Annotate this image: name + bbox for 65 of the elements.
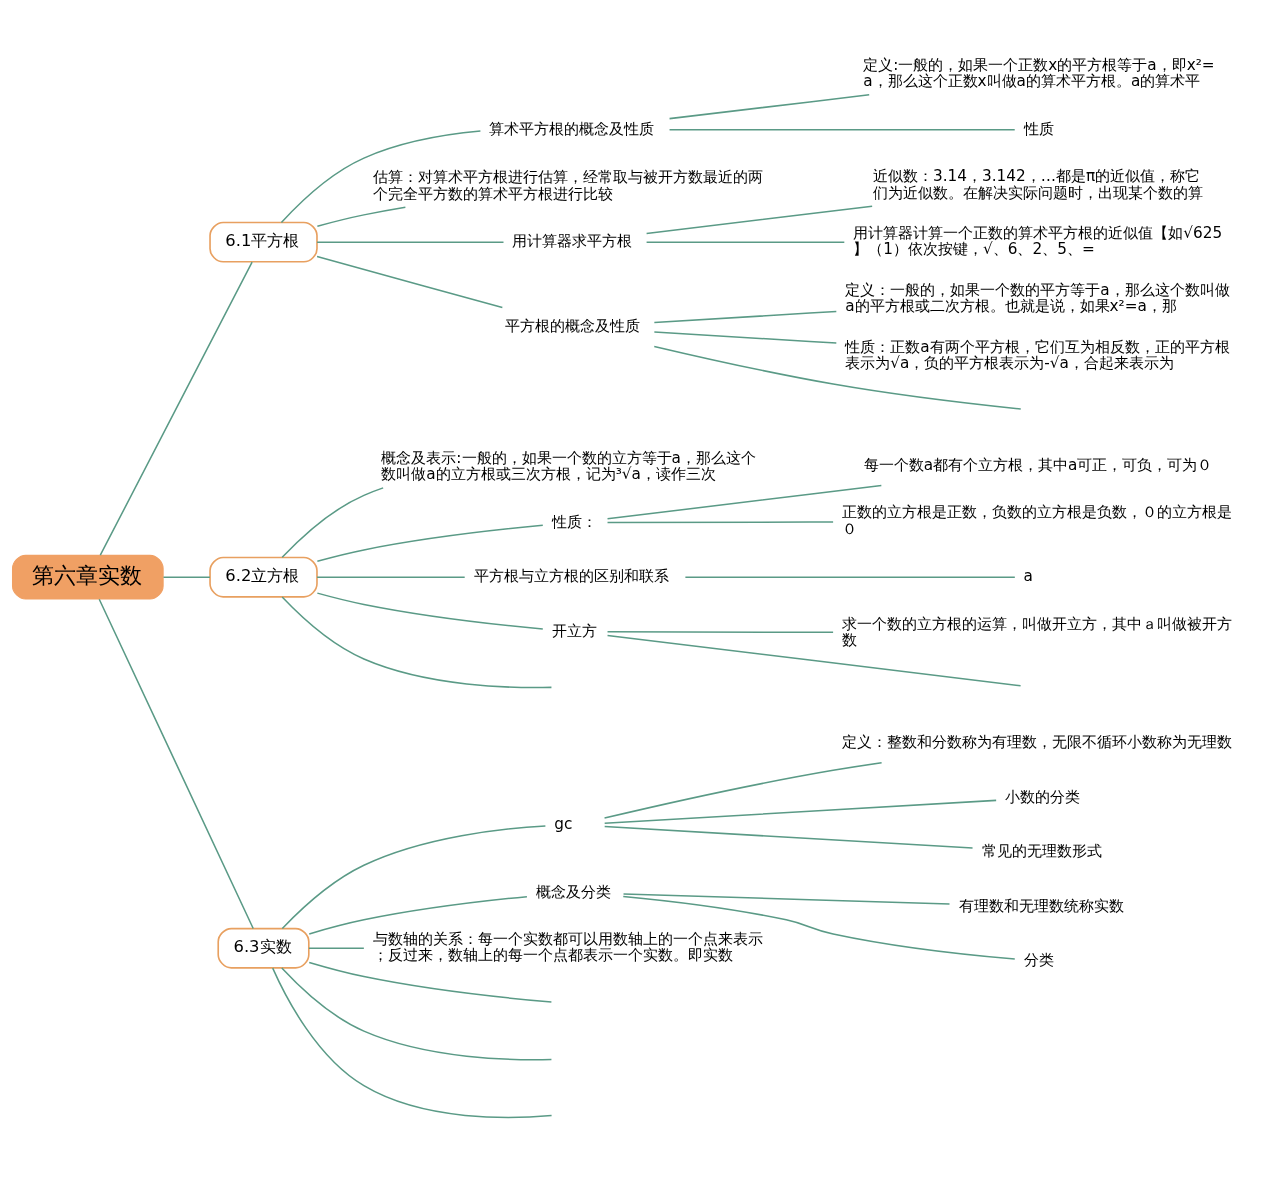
node-text: 定义:一般的，如果一个正数x的平方根等于a，即x²=a，那么这个正数x叫做a的算术平方根。a的算术平 (863, 55, 1215, 90)
connector (308, 946, 365, 949)
connector (606, 634, 1022, 686)
connector (653, 310, 838, 323)
connector (308, 895, 528, 935)
node-text: 与数轴的关系：每一个实数都可以用数轴上的一个点来表示；反过来，数轴上的每一个点都表示一个实数。即实数 (372, 929, 763, 964)
connector (316, 591, 544, 630)
node-text: 求一个数的立方根的运算，叫做开立方，其中ａ叫做被开方数 (841, 614, 1232, 649)
node-text: 正数的立方根是正数，负数的立方根是负数，０的立方根是０ (841, 502, 1232, 538)
connector (99, 260, 253, 556)
connector (668, 93, 870, 119)
connector (281, 824, 547, 929)
connector (98, 598, 254, 929)
connector (606, 520, 834, 523)
connector (281, 486, 384, 558)
node-text: 估算：对算术平方根进行估算，经常取与被开方数最近的两个完全平方数的算术平方根进行比较 (372, 167, 763, 203)
node-text: 用计算器计算一个正数的算术平方根的近似值【如√625】（1）依次按键，√、6、2、5、= (853, 223, 1223, 258)
connector (316, 255, 504, 308)
node-text: 开立方 (551, 621, 597, 640)
connector (606, 484, 883, 520)
connector (622, 892, 951, 905)
connector (281, 595, 553, 688)
connector (603, 761, 883, 819)
node-box: 第六章实数 (11, 554, 164, 600)
connector (316, 240, 505, 243)
node-text: 用计算器求平方根 (512, 231, 633, 250)
node-text: a (1023, 566, 1033, 585)
node-box: 6.1平方根 (209, 221, 318, 263)
connector (308, 961, 553, 1003)
node-text: 性质： (551, 512, 597, 531)
node-text: 分类 (1023, 950, 1054, 969)
node-text: 近似数：3.14，3.142，…都是π的近似值，称它们为近似数。在解决实际问题时，出现某个数的算 (872, 166, 1203, 202)
connector (653, 345, 1022, 410)
connector (653, 330, 838, 344)
node-text: 性质：正数a有两个平方根，它们互为相反数，正的平方根表示为√a，负的平方根表示为-√a，合起来表示为 (845, 337, 1230, 372)
node-text: 常见的无理数形式 (981, 841, 1102, 860)
node-text: 概念及分类 (535, 882, 611, 901)
node-text: 每一个数a都有个立方根，其中a可正，可负，可为０ (863, 455, 1213, 474)
node-text: gc (554, 814, 573, 833)
connector (316, 524, 544, 562)
connector (162, 575, 211, 578)
node-text: 性质 (1023, 119, 1054, 138)
node-text: 定义：整数和分数称为有理数，无限不循环小数称为无理数 (841, 732, 1232, 751)
connector (603, 799, 997, 824)
connector (622, 895, 1016, 960)
node-box: 6.3实数 (217, 927, 310, 969)
connector (645, 204, 873, 234)
node-text: 平方根与立方根的区别和联系 (473, 566, 669, 585)
connector (281, 966, 553, 1060)
node-text: 有理数和无理数统称实数 (958, 896, 1124, 915)
connector (271, 966, 553, 1118)
connector (603, 825, 974, 849)
connector (668, 128, 1016, 130)
node-text: 算术平方根的概念及性质 (489, 119, 655, 138)
connector (316, 575, 466, 578)
connector (645, 240, 846, 243)
connector (606, 630, 834, 633)
node-text: 小数的分类 (1005, 787, 1081, 806)
connector (316, 206, 407, 227)
node-text: 概念及表示:一般的，如果一个数的立方等于a，那么这个数叫做a的立方根或三次方根，记为³√a，读作三次 (381, 448, 756, 483)
connector (684, 575, 1016, 578)
node-text: 平方根的概念及性质 (504, 316, 640, 335)
node-box: 6.2立方根 (209, 556, 318, 598)
connector (280, 129, 482, 223)
node-text: 定义：一般的，如果一个数的平方等于a，那么这个数叫做a的平方根或二次方根。也就是说，如果x²=a，那 (845, 280, 1230, 315)
